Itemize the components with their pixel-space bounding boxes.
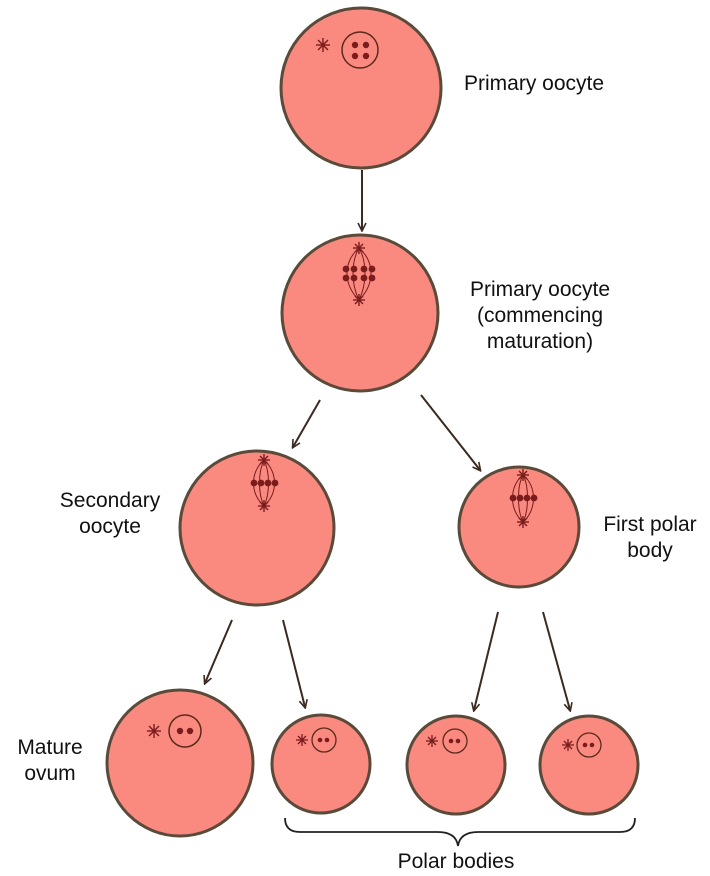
arrow-to-first-polar-body [420,394,480,470]
label-mature-ovum: Mature ovum [4,735,96,787]
arrow-to-polar-body-3 [542,611,570,710]
nucleus [576,732,602,758]
spindle-pole-top-icon [258,454,270,466]
chromosomes [250,479,279,487]
centrosome-icon [296,734,308,746]
primary-oocyte-maturing-cell [280,233,440,393]
spindle-pole-bottom-icon [517,516,529,528]
nucleus [341,31,379,69]
label-line: body [627,539,673,562]
label-primary-oocyte: Primary oocyte [464,71,604,97]
spindle-pole-bottom-icon [353,294,365,306]
arrow-to-polar-body-2 [474,611,499,710]
first-polar-body-cell [457,465,581,589]
centrosome-icon [147,724,161,738]
label-primary-oocyte-text: Primary oocyte [464,72,605,95]
arrow-to-mature-ovum [205,619,233,683]
label-polar-bodies-text: Polar bodies [397,850,515,873]
label-line: oocyte [79,515,141,538]
label-line: Primary oocyte [469,278,611,301]
arrow-to-secondary-oocyte [293,399,321,447]
nucleus [442,728,468,754]
label-line: (commencing [476,304,604,327]
chromosomes [509,494,538,502]
mature-ovum-cell [105,688,255,838]
chromosomes [342,265,376,282]
label-first-polar-body: First polar body [590,512,710,564]
polar-body-cell-3 [538,714,640,816]
spindle-pole-bottom-icon [258,500,270,512]
secondary-oocyte-cell [178,449,336,607]
label-line: ovum [24,762,76,785]
polar-body-cell-1 [270,713,372,815]
primary-oocyte-cell [279,6,443,170]
spindle-pole-top-icon [353,242,365,254]
label-polar-bodies: Polar bodies [370,849,542,875]
arrow-to-polar-body-1 [282,619,305,707]
spindle-pole-top-icon [517,469,529,481]
centrosome-icon [316,38,330,52]
polar-bodies-brace [284,817,636,847]
polar-body-cell-2 [405,714,507,816]
label-secondary-oocyte: Secondary oocyte [40,488,180,540]
label-primary-oocyte-commencing: Primary oocyte (commencing maturation) [450,277,630,355]
nucleus [168,714,202,748]
nucleus [311,727,337,753]
label-line: Mature [17,736,83,759]
label-line: Secondary [59,489,161,512]
centrosome-icon [426,735,438,747]
centrosome-icon [562,739,574,751]
label-line: maturation) [486,330,594,353]
label-line: First polar [603,513,697,536]
spindle [346,247,372,301]
